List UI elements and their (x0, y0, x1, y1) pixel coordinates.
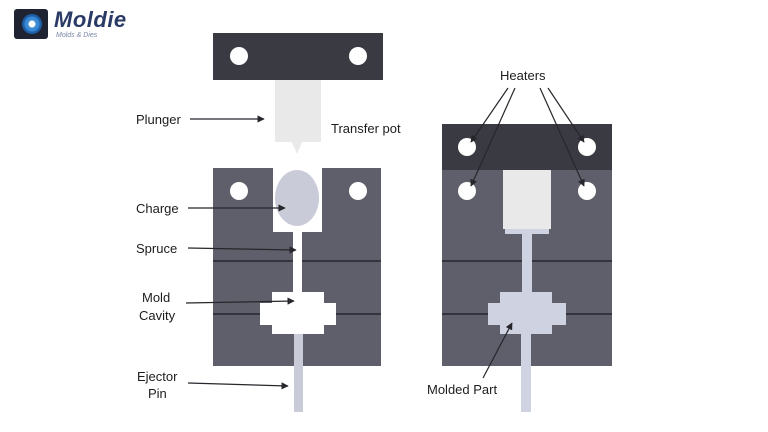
label-ejector-line1: Ejector (137, 369, 178, 384)
label-mold-cavity-line1: Mold (142, 290, 170, 305)
arrow-heater-4 (547, 87, 585, 143)
plate-hole-right (349, 47, 367, 65)
logo-icon (14, 9, 48, 39)
label-heaters: Heaters (500, 68, 546, 83)
ejector-pin (294, 334, 303, 412)
plate-hole-left (230, 47, 248, 65)
mold-cavity (260, 292, 336, 334)
block-hole-left (230, 182, 248, 200)
label-charge: Charge (136, 201, 179, 216)
right-plunger (503, 170, 551, 229)
heater-hole-top-right (578, 138, 596, 156)
logo-text: Moldie Molds & Dies (54, 7, 127, 40)
brand-logo: Moldie Molds & Dies (14, 8, 127, 40)
label-mold-cavity-line2: Cavity (139, 308, 176, 323)
logo-tagline: Molds & Dies (56, 32, 98, 39)
arrow-sprue (187, 246, 297, 254)
heater-hole-bottom-right (578, 182, 596, 200)
arrow-heater-2 (470, 87, 516, 187)
label-transfer-pot: Transfer pot (331, 121, 401, 136)
charge (275, 170, 319, 226)
arrow-mold-cavity (185, 297, 295, 305)
plunger-tip-stem (293, 126, 301, 138)
sprue (293, 230, 302, 296)
plunger-tip (291, 140, 303, 154)
logo-name: Moldie (54, 7, 127, 32)
right-sprue (522, 234, 532, 292)
block-hole-right (349, 182, 367, 200)
right-ejector-pin (521, 334, 531, 412)
heater-hole-top-left (458, 138, 476, 156)
heater-hole-bottom-left (458, 182, 476, 200)
arrow-ejector-pin (187, 382, 289, 390)
arrow-molded-part (482, 322, 513, 379)
label-sprue: Spruce (136, 241, 177, 256)
right-plunger-base (505, 229, 549, 234)
arrow-heater-3 (539, 87, 585, 187)
label-molded-part: Molded Part (427, 382, 497, 397)
label-plunger: Plunger (136, 112, 181, 127)
arrow-heater-1 (470, 87, 509, 143)
label-ejector-line2: Pin (148, 386, 167, 401)
